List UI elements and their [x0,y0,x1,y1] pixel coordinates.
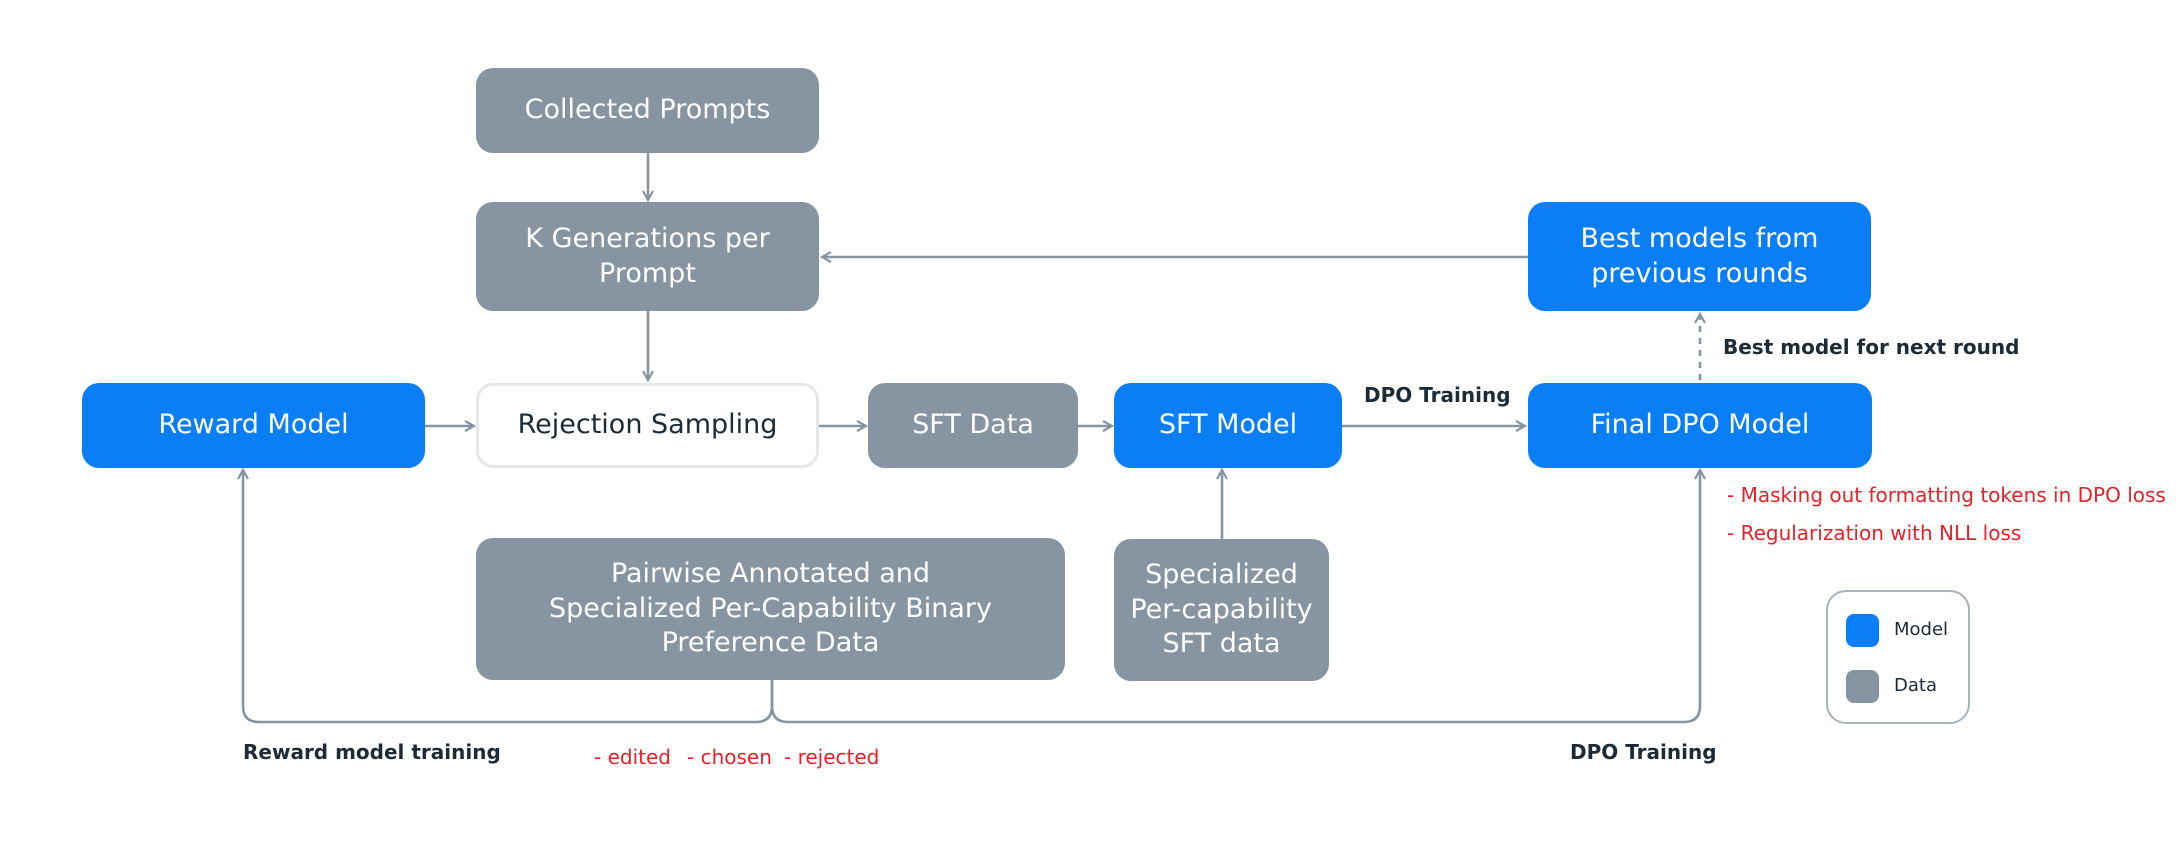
legend: Model Data [1826,590,1970,724]
legend-data-swatch [1846,670,1879,703]
final-dpo-model-node: Final DPO Model [1528,383,1872,468]
reward-model-node: Reward Model [82,383,425,468]
specialized-sft-data-node: Specialized Per-capability SFT data [1114,539,1329,681]
legend-model-swatch [1846,614,1879,647]
chosen-annotation: - chosen [687,745,772,769]
legend-model-label: Model [1894,619,1949,640]
arrow-pairwise-to-reward [243,470,774,724]
collected-prompts-node: Collected Prompts [476,68,819,153]
dpo-training-bottom-label: DPO Training [1570,740,1717,764]
rejected-annotation: - rejected [784,745,880,769]
reward-model-training-label: Reward model training [243,740,501,764]
rejection-sampling-node: Rejection Sampling [476,383,819,468]
arrow-pairwise-to-dpo [770,470,1700,724]
best-models-node: Best models from previous rounds [1528,202,1871,311]
masking-annotation: - Masking out formatting tokens in DPO l… [1727,483,2166,507]
regularization-annotation: - Regularization with NLL loss [1727,521,2022,545]
pairwise-preference-data-node: Pairwise Annotated and Specialized Per-C… [476,538,1065,680]
best-model-next-round-label: Best model for next round [1723,335,2020,359]
sft-data-node: SFT Data [868,383,1078,468]
legend-data-label: Data [1894,675,1937,696]
edited-annotation: - edited [594,745,671,769]
dpo-training-top-label: DPO Training [1364,383,1511,407]
sft-model-node: SFT Model [1114,383,1342,468]
k-generations-node: K Generations per Prompt [476,202,819,311]
